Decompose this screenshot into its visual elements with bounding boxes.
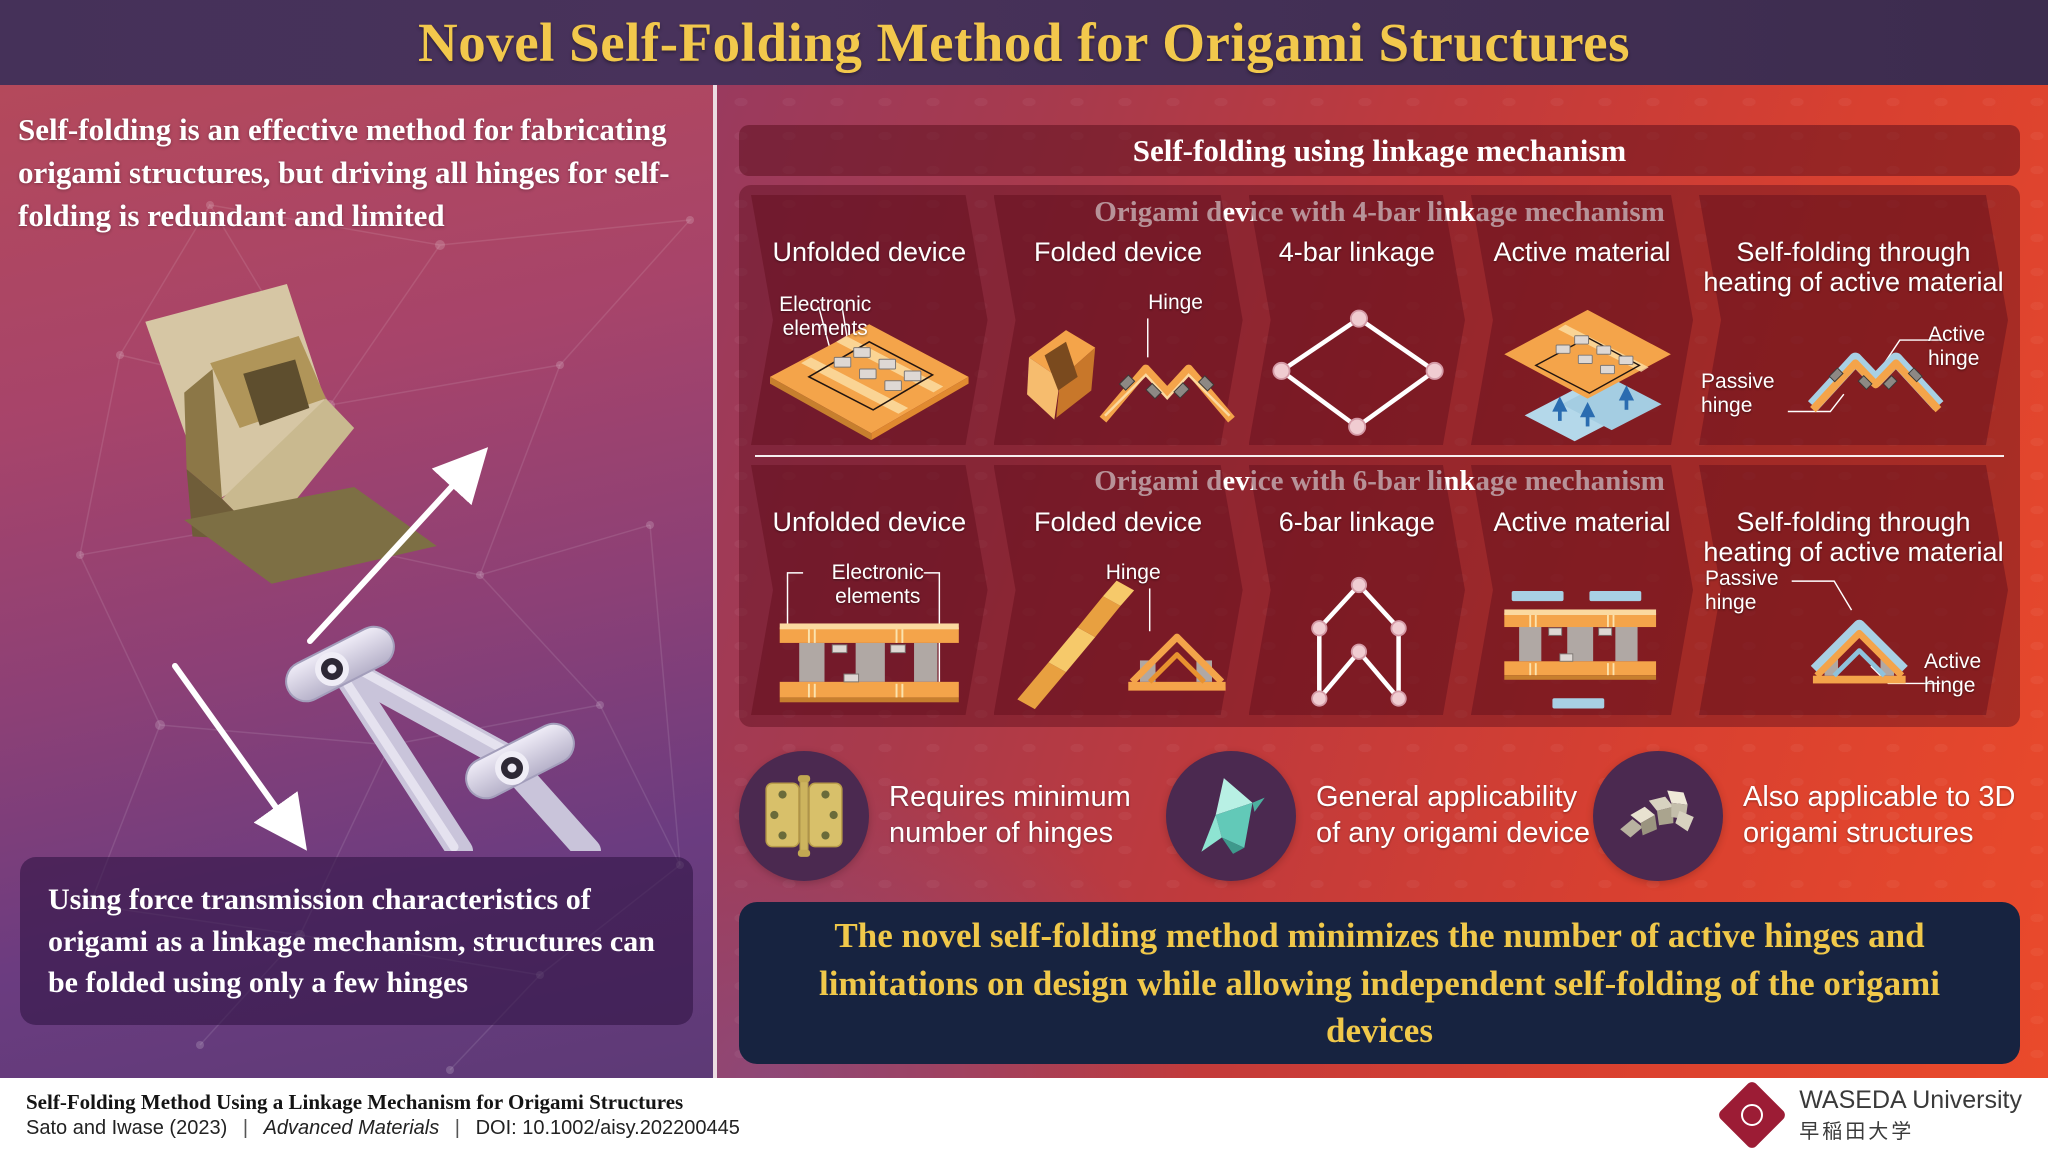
citation-footer: Self-Folding Method Using a Linkage Mech… [0,1078,2048,1152]
benefit-text: Requires minimum number of hinges [889,780,1131,849]
folded-device-4bar-graphic [1026,318,1235,423]
origami-linkage-illustration [0,241,713,865]
6bar-linkage-graphic [1310,576,1407,707]
step-4bar-linkage: 4-bar linkage [1249,235,1465,447]
cross-section-m-profile [1099,364,1235,423]
authors: Sato and Iwase (2023) [26,1117,228,1139]
waseda-crest-icon [1716,1079,1788,1151]
method-panel: Self-folding using linkage mechanism Ori… [717,85,2048,1078]
section-4bar: Origami device with 4-bar linkage mechan… [751,189,2008,447]
annotation-active-hinge: Active hinge [1927,323,1986,370]
benefit-3d-structures: Also applicable to 3D origami structures [1593,750,2020,881]
conclusion-text: The novel self-folding method minimizes … [818,916,1941,1050]
annotation-hinge: Hinge [1105,561,1161,585]
annotation-electronic-elements: Electronic elements [831,561,924,608]
origami-model [145,284,437,585]
university-name-jp: 早稲田大学 [1799,1121,1915,1143]
4bar-linkage-graphic [1272,309,1444,436]
benefits-row: Requires minimum number of hinges [739,743,2020,888]
linkage-mechanism [285,626,601,865]
process-box: Origami device with 4-bar linkage mechan… [739,185,2020,728]
step-selffolding-6bar: Self-folding through heating of active m… [1699,505,2008,717]
active-material-4bar-graphic [1504,309,1671,442]
panel-divider [713,85,717,1078]
annotation-active-hinge: Active hinge [1923,650,1982,697]
annotation-passive-hinge: Passive hinge [1701,370,1775,417]
paper-title: Self-Folding Method Using a Linkage Mech… [26,1090,684,1114]
step-unfolded-device-6bar: Unfolded device Electronic elements [751,505,988,717]
unfolded-device-4bar-graphic [769,306,969,441]
method-header: Self-folding using linkage mechanism [739,125,2020,177]
step-active-material-6bar: Active material [1471,505,1693,717]
selffolding-4bar-graphic [1787,339,1944,413]
hinge-icon [739,750,869,881]
solution-statement: Using force transmission characteristics… [20,857,693,1026]
annotation-hinge: Hinge [1148,291,1203,315]
annotation-passive-hinge: Passive hinge [1705,567,1779,614]
doi: DOI: 10.1002/aisy.202200445 [475,1117,740,1139]
origami-and-linkage-graphic [145,284,601,865]
section-6bar: Origami device with 6-bar linkage mechan… [751,457,2008,717]
step-unfolded-device-4bar: Unfolded device Electronic elements [751,235,988,447]
step-active-material-4bar: Active material [1471,235,1693,447]
cross-section-tent-active [1810,619,1908,684]
cross-section-tent [1127,633,1226,691]
selffolding-6bar-graphic [1791,580,1941,685]
benefit-min-hinges: Requires minimum number of hinges [739,750,1166,881]
benefit-text: General applicability of any origami dev… [1316,780,1591,849]
problem-panel: Self-folding is an effective method for … [0,85,713,1078]
step-folded-device-4bar: Folded device Hinge [994,235,1243,447]
folded-strip [1016,580,1134,710]
benefit-text: Also applicable to 3D origami structures [1743,780,2016,849]
origami-3d-icon [1593,750,1723,881]
step-selffolding-4bar: Self-folding through heating of active m… [1699,235,2008,447]
paper-citation: Sato and Iwase (2023) | Advanced Materia… [26,1117,740,1139]
page-title: Novel Self-Folding Method for Origami St… [418,12,1630,73]
section-divider [755,455,2004,458]
folded-3d-shape [1026,330,1095,420]
folded-device-6bar-graphic [1016,580,1226,710]
university-name-en: WASEDA University [1799,1086,2022,1114]
mapping-arrows [172,447,489,852]
benefit-general-applicability: General applicability of any origami dev… [1166,750,1593,881]
annotation-electronic-elements: Electronic elements [779,293,872,340]
active-material-6bar-graphic [1504,590,1657,709]
waseda-logo: WASEDA University 早稲田大学 [1716,1079,2022,1151]
unfolded-device-6bar-graphic [779,572,959,703]
conclusion-box: The novel self-folding method minimizes … [739,902,2020,1064]
step-6bar-linkage: 6-bar linkage [1249,505,1465,717]
title-banner: Novel Self-Folding Method for Origami St… [0,0,2048,85]
step-folded-device-6bar: Folded device Hinge [994,505,1243,717]
problem-statement: Self-folding is an effective method for … [18,112,670,233]
journal-name: Advanced Materials [263,1117,440,1139]
origami-bird-icon [1166,750,1296,881]
